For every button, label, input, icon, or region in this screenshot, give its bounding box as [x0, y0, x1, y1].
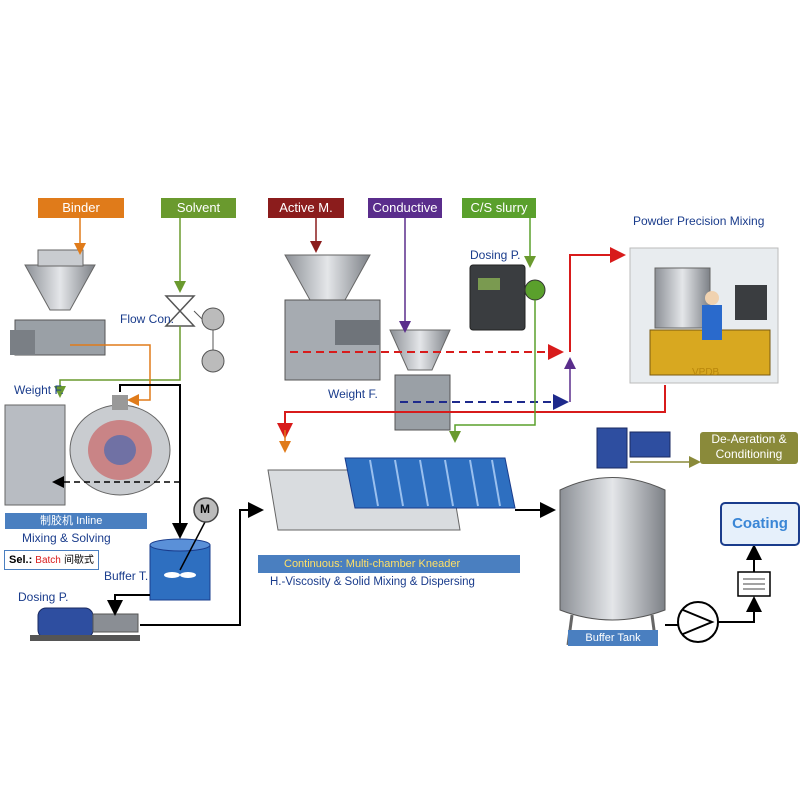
- buffer-tank-label: Buffer Tank: [568, 630, 658, 646]
- conductive-tag: Conductive: [368, 198, 442, 218]
- to-powder-mixer-line: [569, 247, 626, 352]
- transfer-pump-icon: [677, 601, 719, 643]
- conductive-label: Conductive: [368, 198, 442, 218]
- powder-precision-mixer: [629, 247, 779, 384]
- sel-prefix-label: Sel.:: [9, 554, 33, 566]
- agitator-motor-icon: [193, 497, 219, 523]
- dosing-top-label: Dosing P.: [470, 248, 521, 262]
- mixer-to-buffer-line: [119, 384, 188, 539]
- inline-mixer-bar: 制胶机 Inline: [5, 513, 147, 529]
- buffer-to-pump-line: [107, 594, 150, 616]
- weight-feeder-left: [10, 249, 106, 356]
- binder-to-mixer-line: [70, 344, 151, 406]
- weight-feeder-conductive: [389, 329, 451, 431]
- binder-tag: Binder: [38, 198, 124, 218]
- sel-cn-label: 间歇式: [63, 555, 94, 566]
- selection-box: Sel.: Batch 间歇式: [4, 550, 99, 570]
- powder-mixing-label: Powder Precision Mixing: [633, 214, 765, 228]
- pump-to-filter-line: [718, 596, 762, 623]
- filter-box: [737, 571, 771, 597]
- motor-label: M: [200, 502, 210, 516]
- inline-cn-label: 制胶机: [40, 515, 73, 527]
- coating-box: Coating: [720, 502, 800, 546]
- cs-slurry-label: C/S slurry: [462, 198, 536, 218]
- weight-feeder-active: [284, 254, 381, 381]
- cs-slurry-tag: C/S slurry: [462, 198, 536, 218]
- active-label: Active M.: [268, 198, 344, 218]
- dosing-pump-top: [469, 264, 546, 331]
- dosing-pump-bottom: [30, 607, 140, 641]
- kneader-name-label: Multi-chamber Kneader: [345, 558, 461, 570]
- solvent-to-mixer-line: [54, 326, 181, 398]
- kneader-sub-label: H.-Viscosity & Solid Mixing & Dispersing: [270, 576, 475, 588]
- solvent-tag: Solvent: [161, 198, 236, 218]
- weight-feeder-left-label: Weight F.: [14, 383, 64, 397]
- deaeration-line2: Conditioning: [715, 447, 783, 461]
- deaeration-line1: De-Aeration &: [711, 432, 787, 446]
- main-buffer-tank: [559, 427, 671, 646]
- multi-chamber-kneader: [267, 457, 516, 531]
- kneader-bar: Continuous: Multi-chamber Kneader: [258, 555, 520, 573]
- buffer-small-label: Buffer T.: [104, 569, 149, 583]
- pump-to-kneader-line: [140, 502, 264, 626]
- sel-batch-label: Batch: [35, 555, 61, 566]
- dosing-bottom-label: Dosing P.: [18, 590, 69, 604]
- powder-to-kneader-line: [277, 385, 666, 439]
- deaeration-box: De-Aeration & Conditioning: [700, 432, 798, 464]
- kneader-prefix-label: Continuous:: [284, 558, 343, 570]
- binder-label: Binder: [38, 198, 124, 218]
- flow-control-valve: [164, 295, 225, 373]
- solvent-label: Solvent: [161, 198, 236, 218]
- active-tag: Active M.: [268, 198, 344, 218]
- vpdb-label: VPDB: [692, 367, 720, 378]
- flow-con-label: Flow Con.: [120, 312, 175, 326]
- weight-feeder-mid-label: Weight F.: [328, 387, 378, 401]
- small-buffer-tank: [149, 521, 211, 601]
- mixing-solving-label: Mixing & Solving: [22, 531, 111, 545]
- inline-mixer: [4, 395, 171, 506]
- slurry-to-kneader-line: [449, 300, 536, 443]
- inline-en-label: Inline: [76, 515, 103, 527]
